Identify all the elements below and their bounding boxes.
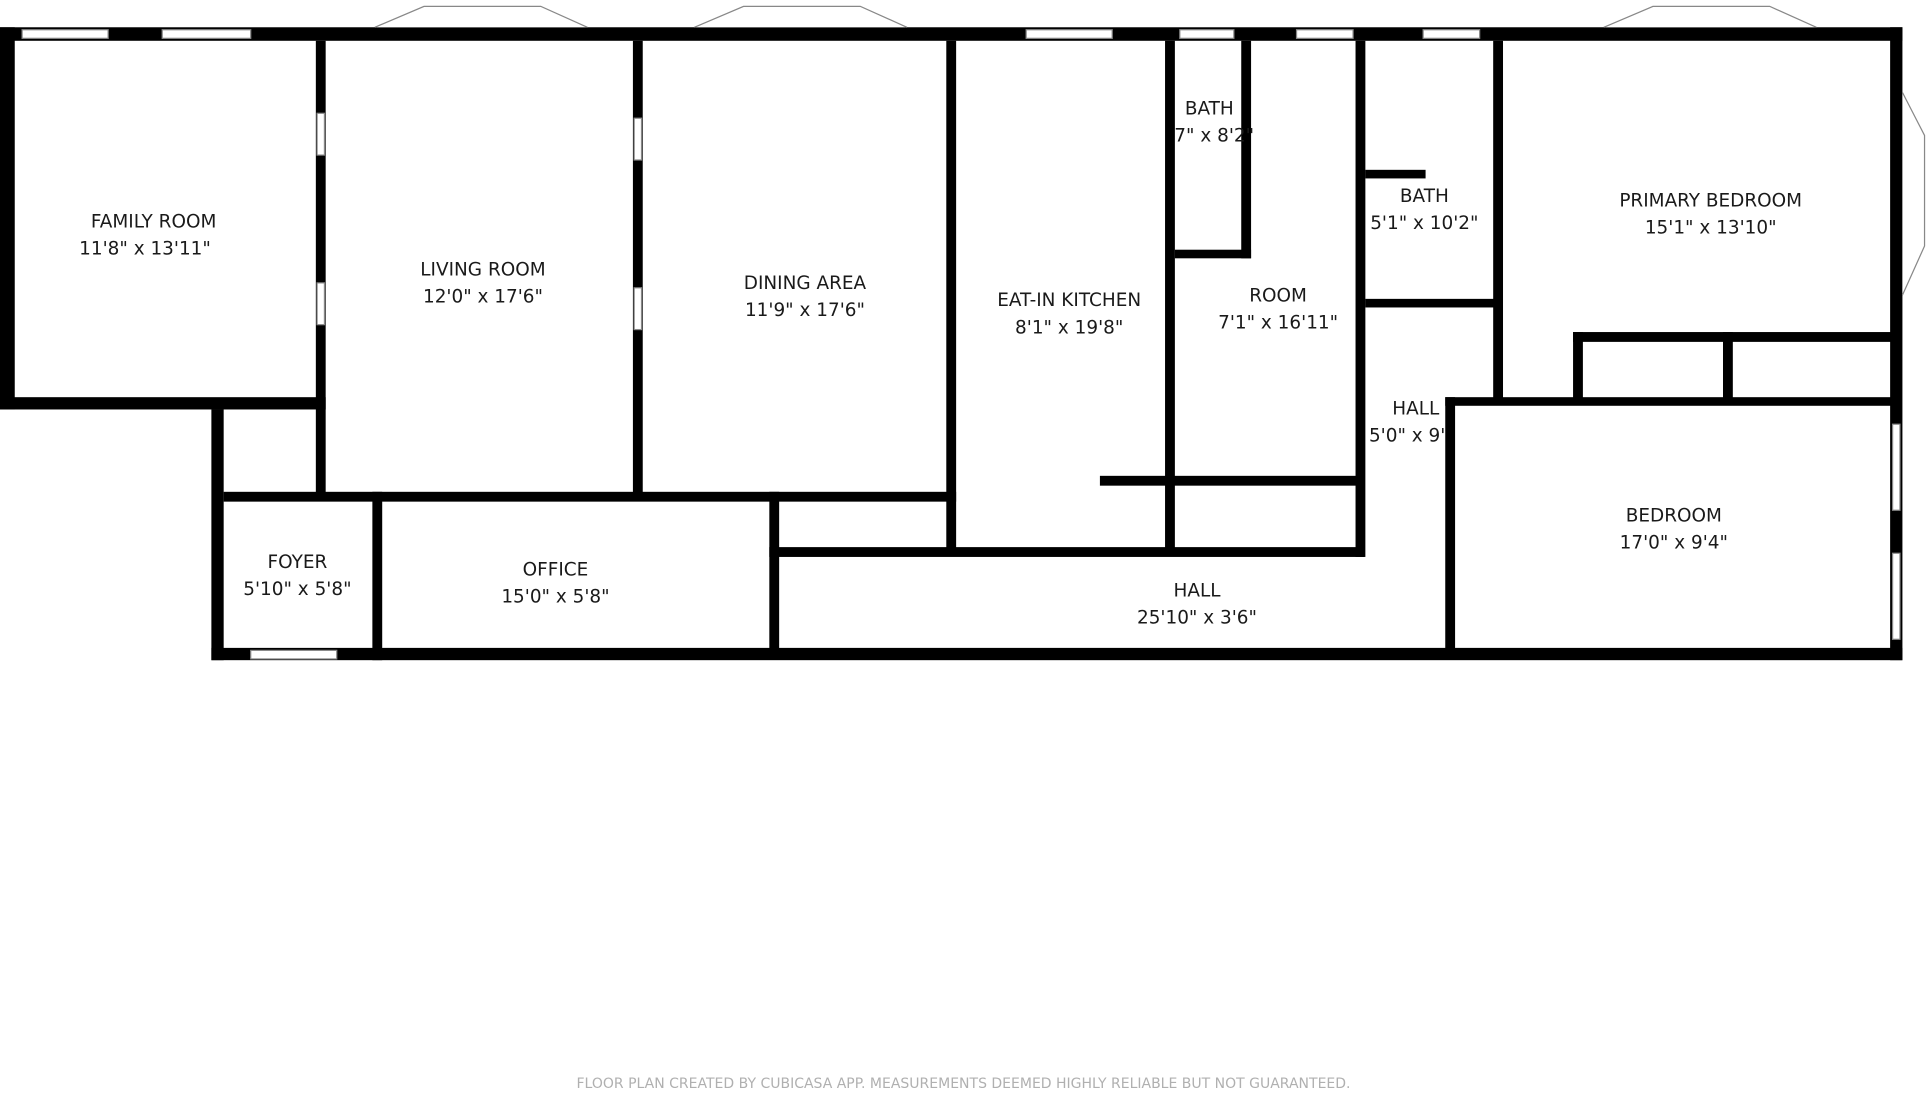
room-kitchen-name: EAT-IN KITCHEN: [997, 290, 1141, 311]
room-living-size: 12'0" x 17'6": [423, 287, 543, 308]
room-foyer-size: 5'10" x 5'8": [243, 579, 351, 600]
room-primary-name: PRIMARY BEDROOM: [1619, 191, 1802, 212]
room-family-size: 11'8" x 13'11": [79, 239, 211, 260]
room-office-name: OFFICE: [523, 559, 589, 580]
room-office-size: 15'0" x 5'8": [501, 586, 609, 607]
walls: [0, 27, 1903, 661]
room-bath2-size: 5'1" x 10'2": [1370, 213, 1478, 234]
room-hall1-name: HALL: [1392, 398, 1440, 419]
room-labels: FAMILY ROOM 11'8" x 13'11" LIVING ROOM 1…: [79, 99, 1802, 629]
room-bedroom-name: BEDROOM: [1626, 505, 1722, 526]
room-room-size: 7'1" x 16'11": [1218, 312, 1338, 333]
room-room-name: ROOM: [1249, 285, 1307, 306]
room-hall2-size: 25'10" x 3'6": [1137, 607, 1257, 628]
room-bedroom-size: 17'0" x 9'4": [1620, 532, 1728, 553]
room-bath1-size: 7" x 8'2": [1174, 126, 1254, 147]
room-foyer-name: FOYER: [268, 552, 328, 573]
room-living-name: LIVING ROOM: [420, 260, 545, 281]
room-hall1-size: 5'0" x 9': [1369, 425, 1445, 446]
windows: [21, 5, 1926, 660]
room-dining-name: DINING AREA: [744, 273, 867, 294]
room-family-name: FAMILY ROOM: [91, 212, 216, 233]
footer-disclaimer: FLOOR PLAN CREATED BY CUBICASA APP. MEAS…: [576, 1076, 1351, 1092]
room-bath1-name: BATH: [1185, 99, 1234, 120]
room-primary-size: 15'1" x 13'10": [1645, 218, 1777, 239]
room-hall2-name: HALL: [1174, 580, 1222, 601]
room-kitchen-size: 8'1" x 19'8": [1015, 317, 1123, 338]
room-bath2-name: BATH: [1400, 186, 1449, 207]
room-dining-size: 11'9" x 17'6": [745, 300, 865, 321]
